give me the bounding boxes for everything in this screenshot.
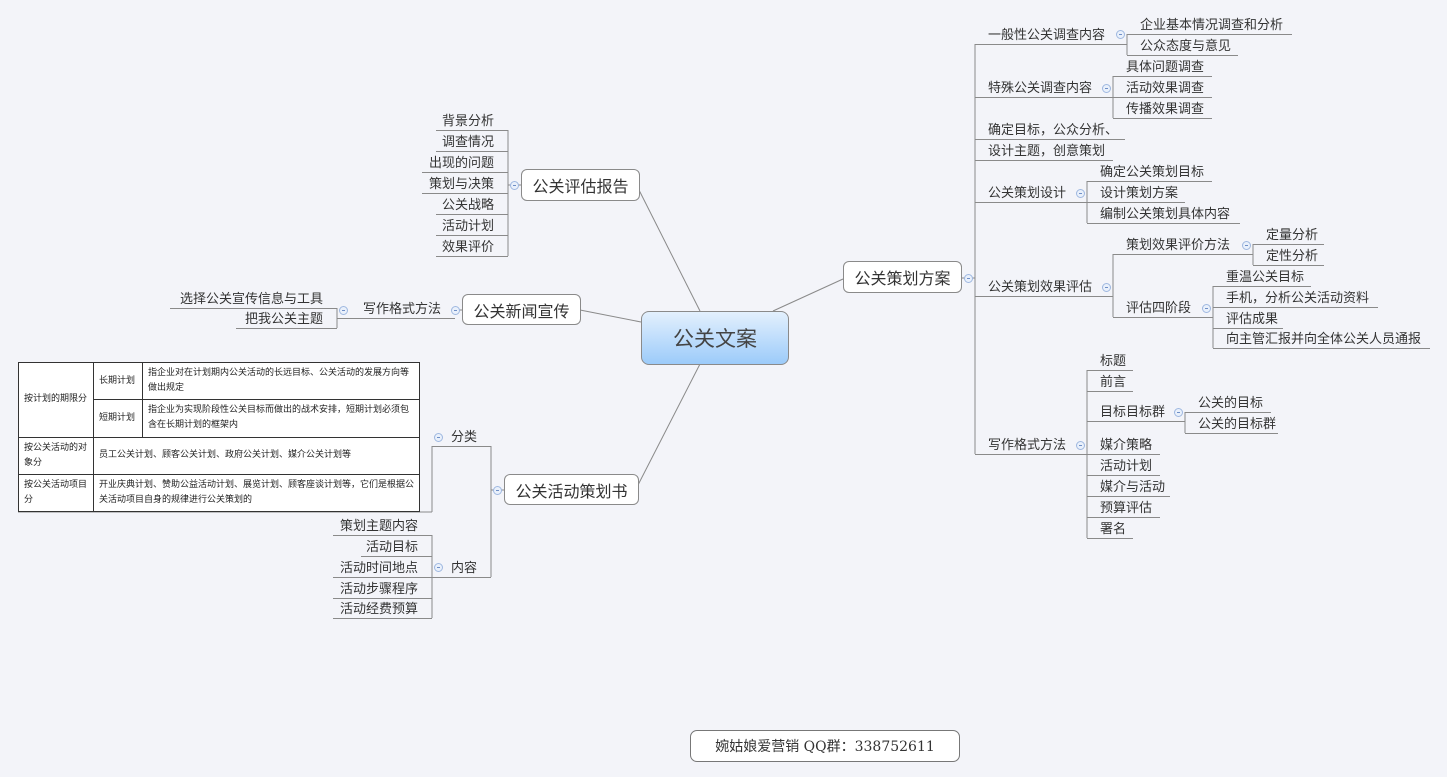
topic-plan-content-items-4[interactable]: 活动经费预算 [333,600,432,619]
topic-right-c5-s-items-2[interactable]: 评估成果 [1213,310,1283,329]
topic-plan-content-items-0[interactable]: 策划主题内容 [333,517,432,536]
footer-credit: 婉姑娘爱营销 QQ群：338752611 [690,730,960,762]
topic-plan-cat-label[interactable]: 分类 [432,428,491,447]
topic-right-c4-items-1[interactable]: 设计策划方案 [1087,184,1185,203]
topic-right-c5-s-label[interactable]: 评估四阶段 [1113,299,1213,318]
topic-right-c5-s-items-3[interactable]: 向主管汇报并向全体公关人员通报 [1213,330,1430,349]
table-cell: 按计划的期限分 [18,362,94,438]
topic-right-c0-items-1[interactable]: 公众态度与意见 [1127,37,1238,56]
topic-pr-activity-plan[interactable]: 公关活动策划书 [504,474,639,505]
topic-report-items-0[interactable]: 背景分析 [436,112,508,131]
topic-right-c5-s-items-0[interactable]: 重温公关目标 [1213,268,1311,287]
topic-right-c6-items-6[interactable]: 预算评估 [1087,499,1160,518]
collapse-icon[interactable] [1242,241,1251,250]
topic-news-method-items-0[interactable]: 选择公关宣传信息与工具 [170,290,337,309]
topic-report-items-1[interactable]: 调查情况 [436,133,508,152]
topic-plan-content-label[interactable]: 内容 [432,559,491,578]
collapse-icon[interactable] [1102,283,1111,292]
topic-right-c4-items-2[interactable]: 编制公关策划具体内容 [1087,205,1240,224]
topic-plan-content-items-2[interactable]: 活动时间地点 [333,559,432,578]
table-cell: 长期计划 [93,361,143,401]
table-cell: 指企业为实现阶段性公关目标而做出的战术安排，短期计划必须包含在长期计划的框架内 [142,399,420,438]
classification-table: 按计划的期限分 长期计划 指企业对在计划期内公关活动的长远目标、公关活动的发展方… [18,361,420,513]
collapse-icon[interactable] [339,306,348,315]
topic-pr-plan-scheme[interactable]: 公关策划方案 [843,261,962,293]
topic-right-c6-items-7[interactable]: 署名 [1087,520,1133,539]
topic-right-c5-s-items-1[interactable]: 手机，分析公关活动资料 [1213,289,1378,308]
topic-report-items-3[interactable]: 策划与决策 [422,175,508,194]
central-topic[interactable]: 公关文案 [641,311,789,365]
topic-plan-content-items-1[interactable]: 活动目标 [361,538,432,557]
table-cell: 员工公关计划、顾客公关计划、政府公关计划、媒介公关计划等 [93,436,420,475]
topic-report-items-5[interactable]: 活动计划 [436,217,508,236]
topic-pr-news-publicity[interactable]: 公关新闻宣传 [462,294,581,325]
topic-right-c4-label[interactable]: 公关策划设计 [975,184,1087,203]
topic-right-c5-m-items-0[interactable]: 定量分析 [1253,226,1324,245]
collapse-icon[interactable] [493,486,502,495]
table-cell: 按公关活动的对象分 [18,436,94,475]
topic-report-items-4[interactable]: 公关战略 [436,196,508,215]
table-cell: 短期计划 [93,399,143,438]
topic-right-c0-label[interactable]: 一般性公关调查内容 [975,26,1127,45]
topic-right-c6-goal_items-0[interactable]: 公关的目标 [1185,394,1271,413]
topic-news-method-label[interactable]: 写作格式方法 [337,300,455,319]
collapse-icon[interactable] [1202,304,1211,313]
collapse-icon[interactable] [1076,441,1085,450]
topic-pr-evaluation-report[interactable]: 公关评估报告 [521,169,640,201]
collapse-icon[interactable] [510,181,519,190]
collapse-icon[interactable] [964,274,973,283]
topic-right-c6-items-5[interactable]: 媒介与活动 [1087,478,1170,497]
collapse-icon[interactable] [434,563,443,572]
topic-right-c3[interactable]: 设计主题，创意策划 [975,142,1113,161]
topic-right-c0-items-0[interactable]: 企业基本情况调查和分析 [1127,16,1292,35]
topic-report-items-2[interactable]: 出现的问题 [422,154,508,173]
table-cell: 开业庆典计划、赞助公益活动计划、展览计划、顾客座谈计划等，它们是根据公关活动项目… [93,473,420,513]
collapse-icon[interactable] [451,306,460,315]
topic-right-c5-m-label[interactable]: 策划效果评价方法 [1113,236,1253,255]
topic-right-c1-items-2[interactable]: 传播效果调查 [1113,100,1212,119]
topic-right-c6-items-3[interactable]: 媒介策略 [1087,436,1160,455]
topic-right-c6-items-2[interactable]: 目标目标群 [1087,403,1185,422]
collapse-icon[interactable] [1102,84,1111,93]
topic-right-c2[interactable]: 确定目标，公众分析、 [975,121,1125,140]
topic-right-c1-items-0[interactable]: 具体问题调查 [1113,58,1212,77]
topic-plan-content-items-3[interactable]: 活动步骤程序 [333,580,432,599]
topic-report-items-6[interactable]: 效果评价 [436,238,508,257]
topic-right-c1-items-1[interactable]: 活动效果调查 [1113,79,1212,98]
topic-right-c4-items-0[interactable]: 确定公关策划目标 [1087,163,1212,182]
topic-right-c6-items-0[interactable]: 标题 [1087,352,1133,371]
topic-right-c5-label[interactable]: 公关策划效果评估 [975,278,1113,297]
topic-right-c1-label[interactable]: 特殊公关调查内容 [975,79,1113,98]
collapse-icon[interactable] [1174,408,1183,417]
topic-right-c6-goal_items-1[interactable]: 公关的目标群 [1185,415,1278,434]
topic-right-c6-label[interactable]: 写作格式方法 [975,436,1087,455]
collapse-icon[interactable] [1116,30,1125,39]
table-cell: 按公关活动项目分 [18,473,94,513]
topic-right-c6-items-1[interactable]: 前言 [1087,373,1133,392]
topic-right-c5-m-items-1[interactable]: 定性分析 [1253,247,1324,266]
collapse-icon[interactable] [434,433,443,442]
collapse-icon[interactable] [1076,189,1085,198]
topic-news-method-items-1[interactable]: 把我公关主题 [236,310,337,329]
table-cell: 指企业对在计划期内公关活动的长远目标、公关活动的发展方向等做出规定 [142,361,420,401]
topic-right-c6-items-4[interactable]: 活动计划 [1087,457,1160,476]
